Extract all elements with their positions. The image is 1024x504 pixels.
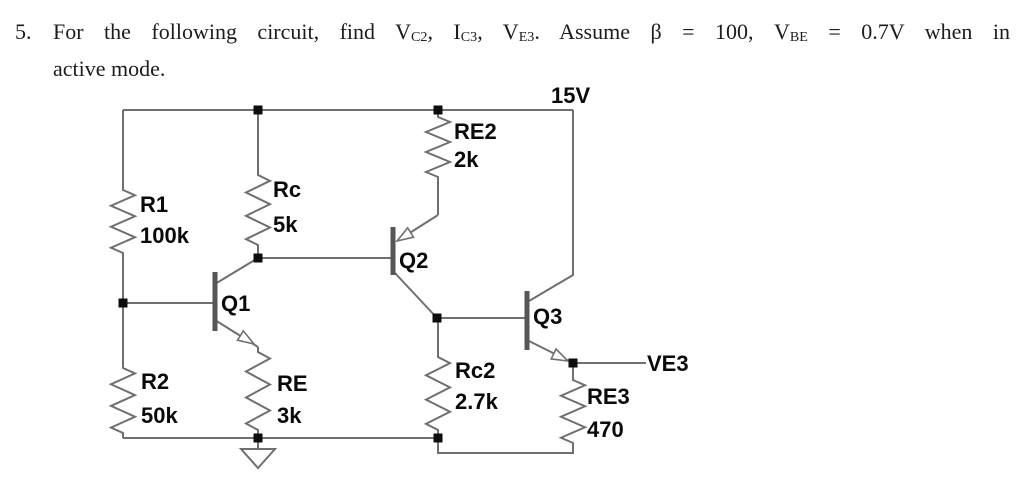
resistor-value-R1: 100k [140, 223, 190, 248]
problem-text: For the following circuit, find VC2, IC3… [53, 15, 1010, 85]
resistor-RE [243, 347, 273, 438]
resistor-RE3 [558, 363, 588, 446]
subscript: E3 [518, 28, 535, 45]
text-run: , I [427, 19, 461, 44]
resistor-name-R2: R2 [141, 369, 169, 394]
resistor-name-RE2: RE2 [454, 119, 497, 144]
problem-number: 5. [15, 19, 32, 44]
emitter-arrow-icon [236, 329, 257, 346]
subscript: BE [789, 28, 808, 45]
junction-dot [253, 105, 263, 115]
junction-dot [253, 433, 263, 443]
subscript: C2 [411, 28, 428, 45]
resistor-value-Rc: 5k [273, 212, 298, 237]
resistor-value-Rc2: 2.7k [455, 389, 499, 414]
resistor-name-Rc: Rc [273, 177, 301, 202]
problem-line-1: For the following circuit, find VC2, IC3… [53, 15, 1010, 52]
junction-dot [433, 105, 443, 115]
resistor-Rc2 [423, 318, 453, 438]
junction-dot [432, 313, 442, 323]
resistor-name-R1: R1 [140, 192, 168, 217]
emitter-arrow-icon [549, 347, 571, 363]
transistor-label-Q1: Q1 [221, 291, 250, 316]
resistor-Rc [243, 110, 273, 258]
resistor-value-RE3: 470 [587, 417, 624, 442]
ground-symbol-icon [238, 448, 278, 470]
transistor-label-Q2: Q2 [399, 248, 428, 273]
text-run: = 0.7V when in [807, 19, 1010, 44]
supply-voltage-label: 15V [551, 83, 590, 108]
resistor-R2 [108, 303, 138, 438]
resistor-RE2 [423, 110, 453, 215]
wire [214, 257, 259, 285]
resistor-R1 [108, 110, 138, 303]
text-run: . Assume β = 100, V [534, 19, 790, 44]
resistor-name-RE: RE [277, 371, 308, 396]
problem-line-2: active mode. [53, 56, 166, 81]
text-run: For the following circuit, find V [53, 19, 412, 44]
transistor-label-Q3: Q3 [533, 304, 562, 329]
resistor-name-RE3: RE3 [587, 384, 630, 409]
subscript: C3 [460, 28, 478, 45]
resistor-value-RE2: 2k [454, 147, 479, 172]
junction-dot [433, 433, 443, 443]
emitter-arrow-icon [394, 226, 415, 243]
wire [437, 438, 574, 454]
wire [393, 271, 438, 319]
junction-dot [253, 253, 263, 263]
resistor-value-R2: 50k [141, 403, 178, 428]
output-node-label: VE3 [647, 351, 689, 376]
junction-dot [568, 358, 578, 368]
resistor-value-RE: 3k [277, 403, 302, 428]
text-run: , V [477, 19, 519, 44]
wire [528, 110, 574, 302]
junction-dot [118, 298, 128, 308]
resistor-name-Rc2: Rc2 [455, 358, 495, 383]
